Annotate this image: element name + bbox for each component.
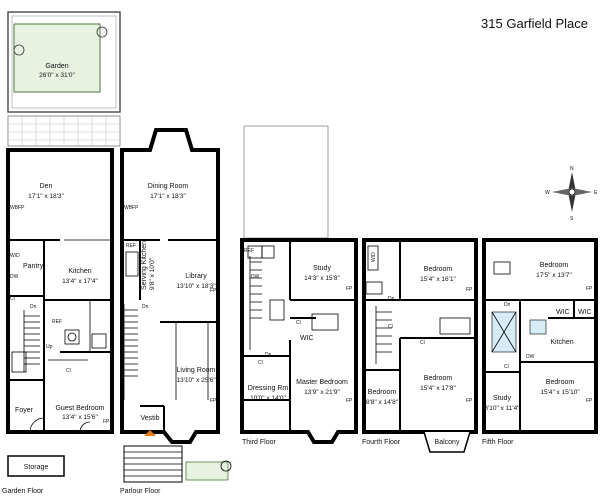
den-label: Den	[40, 183, 53, 190]
foyer-label: Foyer	[15, 407, 34, 414]
fifth-study-label: Study	[493, 395, 511, 402]
parlour-fp2-mark: FP	[210, 398, 217, 404]
serving-kitchen-label: Serving Kitchen	[141, 241, 148, 290]
dressing-room-label: Dressing Rm	[248, 385, 289, 392]
third-floor-label: Third Floor	[242, 439, 277, 446]
garden-cl2-mark: Cl	[66, 368, 71, 374]
compass-west: W	[545, 190, 550, 196]
fifth-floor-plan: Bedroom 17'5" x 13'7" FP WIC WIC Kitchen…	[482, 238, 598, 446]
third-fp1-mark: FP	[346, 286, 353, 292]
parlour-wbfp-mark: WBFP	[124, 205, 139, 211]
garden-floor-label: Garden Floor	[2, 488, 44, 495]
fourth-dn-mark: Dn	[388, 296, 395, 302]
third-ref-mark: REF	[244, 248, 254, 254]
third-cl1-mark: Cl	[296, 320, 301, 326]
living-room-label: Living Room	[177, 367, 216, 374]
bedroom-2-label: Bedroom	[424, 375, 453, 382]
third-dw-mark: DW	[251, 274, 260, 280]
bedroom-3-dims: 8'8" x 14'8"	[366, 399, 399, 406]
fifth-bedroom-2-dims: 15'4" x 15'10"	[540, 389, 580, 396]
pantry-label: Pantry	[23, 263, 44, 270]
fourth-cl2-mark: Cl	[420, 340, 425, 346]
study-dims: 14'3" x 15'8"	[304, 275, 340, 282]
dining-room-dims: 17'1" x 18'3"	[150, 193, 186, 200]
master-bedroom-dims: 13'9" x 21'9"	[304, 389, 340, 396]
parlour-ref-mark: REF	[126, 243, 136, 249]
den-dims: 17'1" x 18'3"	[28, 193, 64, 200]
fourth-floor-plan: Bedroom 15'4" x 16'1" FP Bedroom 15'4" x…	[362, 238, 478, 453]
skylight-area	[243, 125, 329, 239]
garden-dims: 26'0" x 31'0"	[39, 72, 75, 79]
wic-label: WIC	[300, 335, 314, 342]
dressing-room-dims: 10'0" x 14'0"	[250, 395, 286, 402]
compass-east: E	[594, 190, 598, 196]
fifth-dw-mark: DW	[526, 354, 535, 360]
third-floor-plan: Study 14'3" x 15'8" FP WIC Dressing Rm 1…	[240, 238, 358, 446]
parlour-dn-mark: Dn	[142, 304, 149, 310]
wic-1-label: WIC	[556, 309, 570, 316]
garden-dn-mark: Dn	[30, 304, 37, 310]
tree-icon	[13, 44, 25, 56]
tree-icon	[96, 26, 108, 38]
bedroom-3-label: Bedroom	[368, 389, 397, 396]
garden-label: Garden	[45, 63, 68, 70]
tree-icon	[220, 460, 232, 472]
bedroom-1-label: Bedroom	[424, 266, 453, 273]
guest-bedroom-dims: 13'4" x 15'6"	[62, 414, 98, 421]
fifth-bedroom-1-dims: 17'5" x 13'7"	[536, 272, 572, 279]
fourth-fp2-mark: FP	[466, 398, 473, 404]
garden-cl1-mark: Cl	[10, 296, 15, 302]
living-room-dims: 13'10" x 25'6"	[176, 377, 216, 384]
parlour-floor-plan: Dining Room 17'1" x 18'3" WBFP Serving K…	[120, 128, 232, 495]
fourth-wd-mark: W/D	[371, 252, 377, 262]
vestibule-label: Vestib	[140, 415, 159, 422]
garden-wd-mark: W/D	[10, 253, 20, 259]
garden-up-mark: Up	[46, 344, 53, 350]
third-cl2-mark: Cl	[258, 360, 263, 366]
garden-wbfp-mark: WBFP	[10, 205, 25, 211]
fourth-floor-label: Fourth Floor	[362, 439, 401, 446]
third-fp2-mark: FP	[346, 398, 353, 404]
garden-yard: Garden 26'0" x 31'0"	[7, 11, 121, 147]
fifth-kitchen-label: Kitchen	[550, 339, 573, 346]
fourth-cl1-mark: Cl	[388, 324, 393, 330]
garden-dw-mark: DW	[10, 274, 19, 280]
serving-kitchen-dims: 9'8" x 10'0"	[149, 257, 156, 290]
master-bedroom-label: Master Bedroom	[296, 379, 348, 386]
third-dn-mark: Dn	[265, 352, 272, 358]
storage-label: Storage	[24, 464, 49, 471]
library-dims: 13'10" x 18'3"	[176, 283, 216, 290]
fifth-bedroom-1-label: Bedroom	[540, 262, 569, 269]
guest-bedroom-label: Guest Bedroom	[55, 405, 104, 412]
kitchen-label: Kitchen	[68, 268, 91, 275]
balcony-label: Balcony	[435, 439, 460, 446]
wic-2-label: WIC	[578, 309, 592, 316]
fifth-bedroom-2-label: Bedroom	[546, 379, 575, 386]
garden-ref-mark: REF	[52, 319, 62, 325]
fourth-fp1-mark: FP	[466, 287, 473, 293]
parlour-floor-label: Parlour Floor	[120, 488, 161, 495]
library-label: Library	[185, 273, 207, 280]
fifth-cl-mark: Cl	[504, 364, 509, 370]
garden-floor-plan: Den 17'1" x 18'3" WBFP Pantry Kitchen 13…	[2, 148, 114, 495]
fifth-fp2-mark: FP	[586, 398, 593, 404]
compass-rose-icon: N S E W	[545, 166, 598, 222]
bedroom-2-dims: 15'4" x 17'8"	[420, 385, 456, 392]
bedroom-1-dims: 15'4" x 16'1"	[420, 276, 456, 283]
fifth-floor-label: Fifth Floor	[482, 439, 514, 446]
kitchen-dims: 13'4" x 17'4"	[62, 278, 98, 285]
fifth-fp1-mark: FP	[586, 286, 593, 292]
fifth-study-dims: 8'10" x 11'4"	[484, 405, 520, 412]
property-address: 315 Garfield Place	[481, 16, 588, 31]
garden-fp-mark: FP	[103, 419, 110, 425]
dining-room-label: Dining Room	[148, 183, 189, 190]
compass-north: N	[570, 166, 574, 172]
study-label: Study	[313, 265, 331, 272]
parlour-fp1-mark: FP	[210, 288, 217, 294]
entry-arrow-icon	[144, 430, 156, 436]
fifth-dn-mark: Dn	[504, 302, 511, 308]
compass-south: S	[570, 216, 574, 222]
